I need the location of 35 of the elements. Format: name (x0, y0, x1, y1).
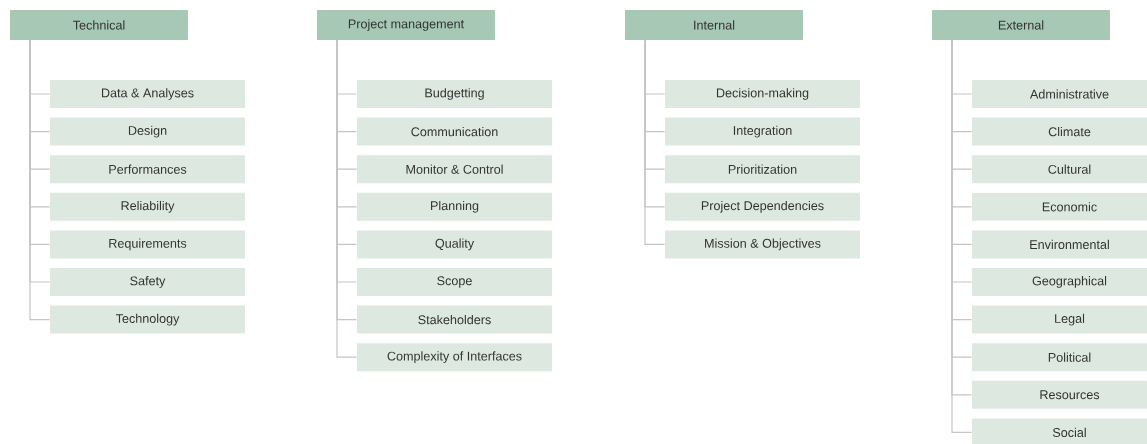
item-box: Technology (50, 305, 245, 334)
item-box: Cultural (972, 155, 1147, 184)
item-box: Scope (357, 268, 552, 296)
connector-line (644, 39, 666, 245)
item-box: Decision-making (665, 80, 860, 108)
item-box: Project Dependencies (665, 192, 860, 221)
item-box: Communication (357, 117, 552, 146)
item-box: Economic (972, 192, 1147, 221)
item-box: Prioritization (665, 155, 860, 184)
item-box: Administrative (972, 80, 1147, 108)
item-box: Design (50, 117, 245, 146)
item-box: Mission & Objectives (665, 230, 860, 259)
item-box: Complexity of Interfaces (357, 343, 552, 372)
item-box: Environmental (972, 230, 1147, 259)
item-box: Social (972, 418, 1147, 444)
category-box: External (932, 10, 1110, 40)
item-box: Resources (972, 380, 1147, 409)
category-box: Project management (317, 10, 495, 40)
item-box: Requirements (50, 230, 245, 259)
item-box: Safety (50, 268, 245, 296)
item-box: Climate (972, 117, 1147, 146)
item-box: Integration (665, 117, 860, 146)
item-box: Geographical (972, 268, 1147, 296)
item-box: Stakeholders (357, 305, 552, 334)
category-box: Technical (10, 10, 188, 40)
item-box: Data & Analyses (50, 80, 245, 108)
item-box: Monitor & Control (357, 155, 552, 184)
item-box: Political (972, 343, 1147, 372)
item-box: Planning (357, 192, 552, 221)
item-box: Legal (972, 305, 1147, 334)
item-box: Performances (50, 155, 245, 184)
category-box: Internal (625, 10, 803, 40)
item-box: Reliability (50, 192, 245, 221)
item-box: Quality (357, 230, 552, 259)
item-box: Budgetting (357, 80, 552, 108)
